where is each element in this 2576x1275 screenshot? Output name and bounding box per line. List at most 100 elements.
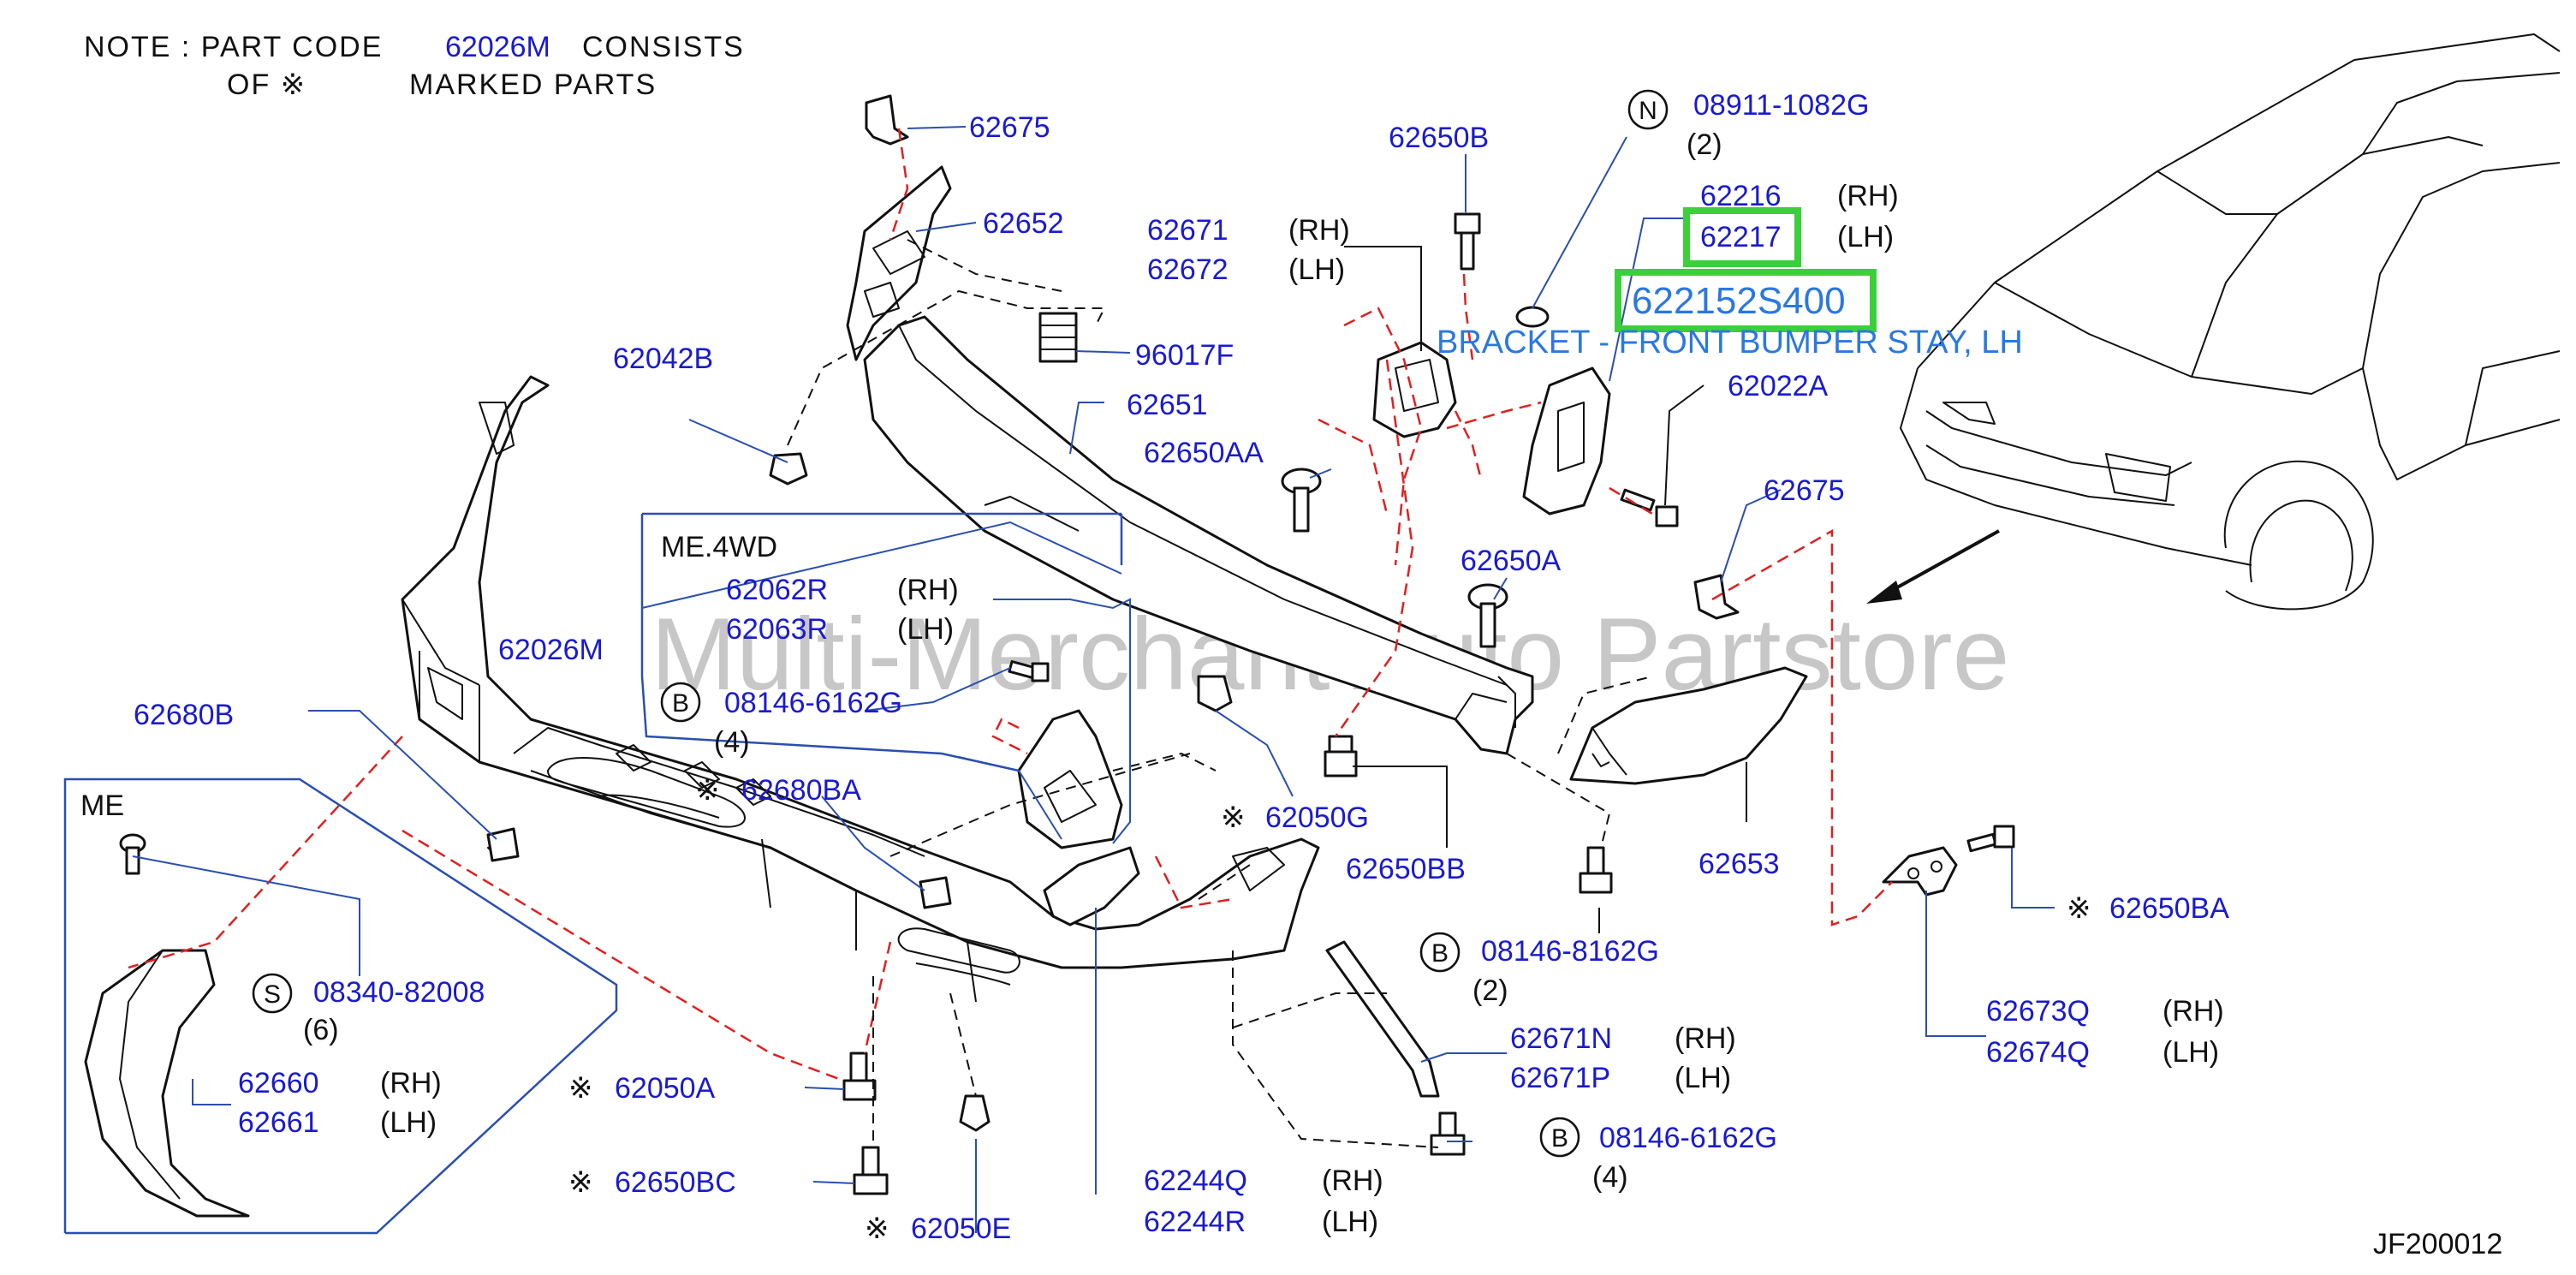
label-62650A[interactable]: 62650A (1461, 545, 1562, 577)
label-62050G[interactable]: 62050G (1265, 801, 1369, 834)
label-62650B[interactable]: 62650B (1389, 122, 1489, 154)
bolt-08146-6162G-bottom-part[interactable] (1430, 1111, 1466, 1156)
label-08146-8162G-qty: (2) (1472, 974, 1508, 1007)
front-bumper-part[interactable] (401, 375, 1320, 1003)
side-extension-62653-part[interactable] (1569, 666, 1808, 785)
me4wd-callout-box: ME.4WD (640, 512, 1123, 772)
diagram-id: JF200012 (2373, 1228, 2502, 1260)
label-08911-1082G[interactable]: 08911-1082G (1693, 89, 1869, 122)
black-guide-lines (787, 239, 1653, 1148)
red-alignment-lines (128, 128, 1893, 1081)
screw-62650A-part[interactable] (1467, 583, 1508, 648)
label-62660[interactable]: 62660 (238, 1067, 319, 1099)
highlighted-part-description: BRACKET - FRONT BUMPER STAY, LH (1437, 325, 2023, 360)
label-62217-lh: (LH) (1837, 221, 1894, 253)
bolt-62650B-part[interactable] (1454, 212, 1481, 271)
label-62660-rh: (RH) (380, 1067, 442, 1099)
label-62673Q[interactable]: 62673Q (1986, 995, 2090, 1028)
svg-text:B: B (1431, 939, 1449, 968)
note-part-code[interactable]: 62026M (445, 31, 550, 63)
highlighted-part-number[interactable]: 622152S400 (1632, 280, 1846, 322)
label-08340-82008[interactable]: 08340-82008 (313, 976, 485, 1009)
bolt-62050A-part[interactable] (842, 1052, 877, 1101)
label-62050G-mark: ※ (1221, 801, 1246, 834)
label-62244R[interactable]: 62244R (1144, 1206, 1246, 1238)
clip-62675-part[interactable] (865, 94, 909, 146)
bracket-62671-part[interactable] (1372, 341, 1457, 438)
bolt-08146-6162G-part[interactable] (1008, 660, 1050, 682)
me-callout-box: ME (63, 778, 618, 1235)
side-bracket-62652-part[interactable] (846, 165, 952, 361)
label-62675-right[interactable]: 62675 (1764, 474, 1845, 507)
circle-marker-N: N (1627, 89, 1669, 130)
circle-marker-B-mid: B (1419, 932, 1461, 973)
label-62652[interactable]: 62652 (983, 207, 1064, 240)
label-62671N-rh: (RH) (1675, 1022, 1736, 1055)
vehicle-outline-illustration (1900, 33, 2561, 611)
svg-text:B: B (1551, 1124, 1568, 1153)
label-62042B[interactable]: 62042B (613, 343, 713, 375)
clip-62050E-part[interactable] (959, 1094, 991, 1132)
spacer-96017F-part[interactable] (1038, 312, 1078, 363)
screw-08340-part[interactable] (119, 833, 146, 875)
bumper-stay-62217-part[interactable] (1522, 366, 1611, 515)
bolt-08146-8162G-part[interactable] (1579, 846, 1613, 894)
label-62671P[interactable]: 62671P (1510, 1062, 1610, 1094)
note-line2-of: OF ※ (227, 69, 306, 101)
bracket-62673Q-part[interactable] (1882, 846, 1958, 897)
label-62050E[interactable]: 62050E (911, 1212, 1011, 1245)
label-62026M[interactable]: 62026M (498, 634, 604, 666)
label-62062R[interactable]: 62062R (726, 574, 828, 606)
label-62022A[interactable]: 62022A (1728, 370, 1829, 402)
label-62650BA[interactable]: 62650BA (2109, 892, 2229, 925)
label-08911-qty: (2) (1687, 128, 1722, 161)
direction-arrow (1866, 529, 2000, 604)
label-62063R[interactable]: 62063R (726, 613, 828, 646)
label-62650BB[interactable]: 62650BB (1346, 853, 1466, 885)
washer-08911-part[interactable] (1515, 306, 1550, 328)
clip-62680B-part[interactable] (486, 827, 520, 862)
circle-marker-B-left: B (660, 682, 701, 723)
label-62661-lh: (LH) (380, 1106, 437, 1139)
label-62650AA[interactable]: 62650AA (1144, 437, 1264, 469)
clip-62050G-part[interactable] (1197, 675, 1233, 712)
label-96017F[interactable]: 96017F (1135, 339, 1234, 372)
bolt-62650BA-part[interactable] (1966, 825, 2015, 853)
label-62674Q-lh: (LH) (2163, 1036, 2219, 1069)
label-62217[interactable]: 62217 (1700, 221, 1782, 253)
label-62244Q[interactable]: 62244Q (1144, 1165, 1247, 1197)
label-62216[interactable]: 62216 (1700, 180, 1782, 212)
label-08146-6162G[interactable]: 08146-6162G (724, 687, 902, 719)
label-62671-rh: (RH) (1288, 214, 1350, 247)
bracket-62062R-part[interactable] (1017, 709, 1123, 849)
label-62671[interactable]: 62671 (1147, 214, 1229, 247)
note-line1: NOTE : PART CODE (84, 31, 383, 63)
bracket-62244Q-part[interactable] (1043, 846, 1140, 926)
label-62673Q-rh: (RH) (2163, 995, 2224, 1028)
label-62244R-lh: (LH) (1322, 1206, 1378, 1238)
label-62650BC[interactable]: 62650BC (615, 1166, 736, 1199)
label-62680B[interactable]: 62680B (134, 699, 234, 731)
nut-62042B-part[interactable] (769, 452, 808, 486)
mud-flap-62660-part[interactable] (84, 949, 250, 1218)
label-62651[interactable]: 62651 (1127, 389, 1208, 421)
label-62675[interactable]: 62675 (969, 111, 1050, 144)
bumper-reinforcement-part[interactable] (863, 315, 1534, 755)
label-62653[interactable]: 62653 (1698, 848, 1780, 880)
label-08146-6162G-bottom[interactable]: 08146-6162G (1599, 1122, 1777, 1154)
label-62661[interactable]: 62661 (238, 1106, 319, 1139)
note-consists: CONSISTS (582, 31, 745, 63)
screw-62650AA-part[interactable] (1281, 468, 1322, 533)
bolt-62022A-part[interactable] (1620, 488, 1679, 527)
rod-62671N-part[interactable] (1325, 940, 1440, 1098)
label-62671N[interactable]: 62671N (1510, 1022, 1612, 1055)
label-62674Q[interactable]: 62674Q (1986, 1036, 2090, 1069)
label-08146-8162G[interactable]: 08146-8162G (1481, 935, 1659, 968)
clip-62680BA-part[interactable] (919, 876, 952, 909)
bolt-62650BB-part[interactable] (1324, 735, 1358, 778)
label-62050A[interactable]: 62050A (615, 1072, 716, 1105)
label-62672[interactable]: 62672 (1147, 253, 1229, 286)
bolt-62650BC-part[interactable] (853, 1146, 889, 1195)
label-62680BA[interactable]: 62680BA (741, 774, 861, 807)
